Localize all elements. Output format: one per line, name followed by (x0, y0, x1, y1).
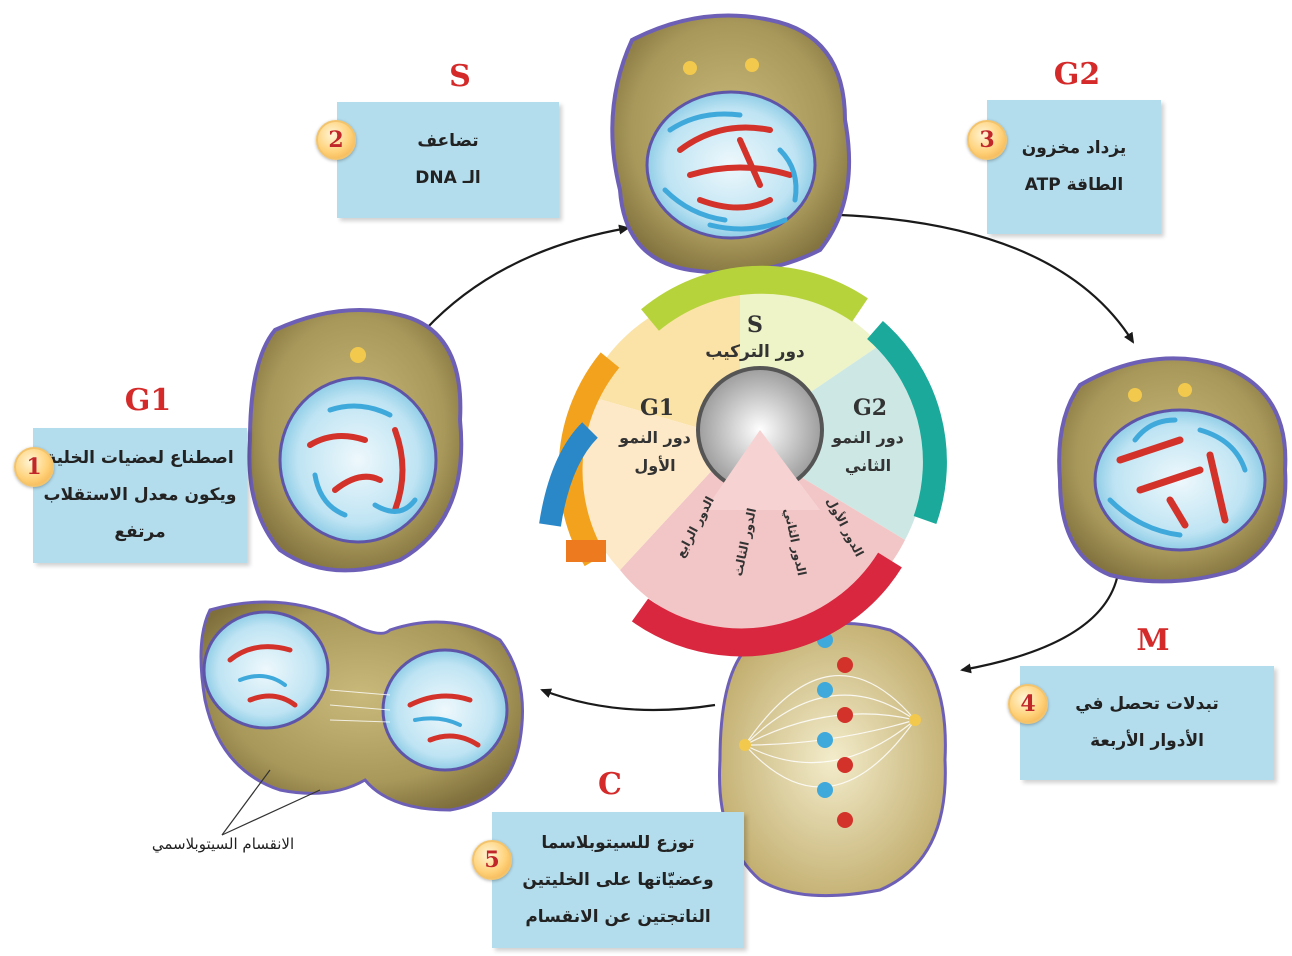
info-box-g2: يزداد مخزون الطاقة ATP (987, 100, 1161, 234)
cytokinesis-label: الانقسام السيتوبلاسمي (138, 835, 308, 853)
number-badge-s: 2 (316, 120, 356, 160)
center-g2-name-line1: دور النمو (818, 428, 918, 447)
number-badge-c: 5 (472, 840, 512, 880)
cell-s-phase (612, 16, 849, 273)
number-badge-m: 4 (1008, 684, 1048, 724)
cell-g2-phase (1059, 358, 1285, 581)
center-g2-label: G2 (825, 395, 915, 421)
cell-m-phase (720, 623, 946, 895)
cell-g1-phase (249, 310, 461, 570)
center-s-name: دور التركيب (690, 342, 820, 362)
info-line: الطاقة ATP (1025, 167, 1123, 204)
number-badge-g2: 3 (967, 120, 1007, 160)
info-line: ويكون معدل الاستقلاب (44, 477, 237, 514)
center-s-label: S (700, 312, 810, 338)
center-g2-name-line2: الثاني (818, 456, 918, 475)
info-line: مرتفع (114, 514, 165, 551)
arrow-g1-to-s (425, 228, 628, 330)
info-line: وعضيّاتها على الخليتين (522, 862, 713, 899)
info-box-g1: اصطناع لعضيات الخلية ويكون معدل الاستقلا… (33, 428, 247, 563)
info-box-s: تضاعف الـ DNA (337, 102, 559, 218)
phase-label-s: S (440, 62, 480, 92)
phase-label-c: C (590, 770, 630, 800)
info-box-c: توزع للسيتوبلاسما وعضيّاتها على الخليتين… (492, 812, 744, 948)
info-line: الناتجتين عن الانقسام (525, 899, 710, 936)
center-g1-label: G1 (612, 395, 702, 421)
phase-label-m: M (1128, 626, 1178, 656)
info-line: يزداد مخزون (1022, 130, 1127, 167)
center-g1-name-line1: دور النمو (605, 428, 705, 447)
phase-label-g1: G1 (118, 386, 178, 416)
arrow-g2-to-m (962, 578, 1117, 670)
cell-c-phase (201, 602, 523, 835)
info-line: تبدلات تحصل في (1075, 686, 1219, 723)
info-box-m: تبدلات تحصل في الأدوار الأربعة (1020, 666, 1274, 780)
info-line: الأدوار الأربعة (1090, 723, 1204, 760)
info-line: اصطناع لعضيات الخلية (46, 440, 233, 477)
info-line: تضاعف (417, 123, 478, 160)
info-line: توزع للسيتوبلاسما (541, 825, 694, 862)
number-badge-g1: 1 (14, 447, 54, 487)
center-g1-name-line2: الأول (605, 456, 705, 475)
phase-label-g2: G2 (1047, 60, 1107, 90)
info-line: الـ DNA (415, 160, 480, 197)
arrow-m-to-c (542, 690, 715, 710)
